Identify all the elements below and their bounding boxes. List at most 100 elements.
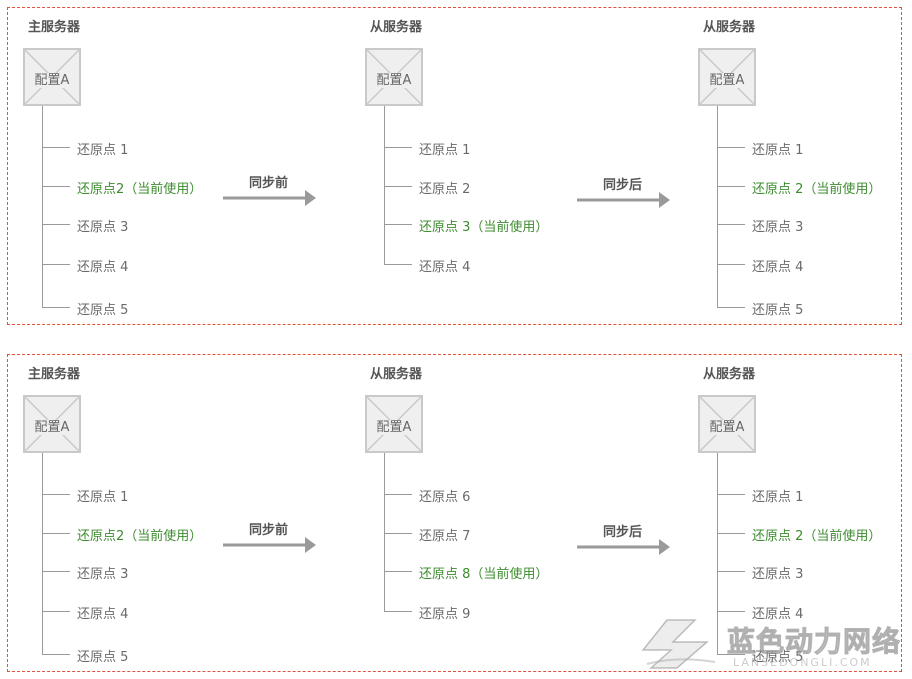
tree-branch-line <box>42 611 70 612</box>
restore-point-label: 还原点 4 <box>77 607 129 622</box>
arrow-label: 同步前 <box>249 523 289 538</box>
tree-branch-line <box>717 147 745 148</box>
config-placeholder-box: 配置A <box>23 395 81 453</box>
arrow-label: 同步后 <box>603 525 643 540</box>
tree-trunk-line <box>717 106 718 308</box>
server-title: 主服务器 <box>28 20 81 35</box>
restore-point-label: 还原点 4 <box>752 607 804 622</box>
tree-branch-line <box>42 494 70 495</box>
restore-point-label: 还原点 4 <box>419 260 471 275</box>
tree-branch-line <box>42 571 70 572</box>
restore-point-label-active: 还原点2（当前使用） <box>77 529 203 544</box>
restore-point-label: 还原点 3 <box>77 220 129 235</box>
tree-branch-line <box>42 654 70 655</box>
server-title: 从服务器 <box>370 20 423 35</box>
restore-point-label: 还原点 3 <box>752 567 804 582</box>
server-title: 从服务器 <box>703 367 756 382</box>
tree-trunk-line <box>42 106 43 308</box>
restore-point-label-active: 还原点 8（当前使用） <box>419 567 549 582</box>
tree-trunk-line <box>717 453 718 655</box>
restore-point-label: 还原点 7 <box>419 529 471 544</box>
config-label: 配置A <box>700 416 754 435</box>
watermark-subtext: LANSEDONGLI.COM <box>733 656 872 669</box>
restore-point-label: 还原点 5 <box>77 650 129 665</box>
restore-point-label: 还原点 1 <box>419 143 471 158</box>
config-label: 配置A <box>700 69 754 88</box>
restore-point-label-active: 还原点 2（当前使用） <box>752 182 882 197</box>
tree-branch-line <box>384 186 412 187</box>
arrow-head <box>659 539 670 555</box>
restore-point-label: 还原点 2 <box>419 182 471 197</box>
restore-point-label: 还原点 5 <box>752 303 804 318</box>
restore-point-label-active: 还原点 2（当前使用） <box>752 529 882 544</box>
config-label: 配置A <box>25 69 79 88</box>
restore-point-label: 还原点 5 <box>752 650 804 665</box>
watermark-text: 蓝色动力网络 <box>726 625 902 659</box>
arrow-head <box>659 192 670 208</box>
config-placeholder-box: 配置A <box>23 48 81 106</box>
config-placeholder-box: 配置A <box>365 395 423 453</box>
tree-trunk-line <box>384 453 385 612</box>
tree-branch-line <box>717 571 745 572</box>
restore-point-label: 还原点 1 <box>752 143 804 158</box>
restore-point-label: 还原点 6 <box>419 490 471 505</box>
restore-point-label-active: 还原点2（当前使用） <box>77 182 203 197</box>
restore-point-label: 还原点 4 <box>752 260 804 275</box>
right-arrow-icon <box>577 192 670 208</box>
config-label: 配置A <box>367 416 421 435</box>
restore-point-label: 还原点 1 <box>752 490 804 505</box>
restore-point-label: 还原点 9 <box>419 607 471 622</box>
config-label: 配置A <box>367 69 421 88</box>
config-placeholder-box: 配置A <box>698 48 756 106</box>
tree-branch-line <box>42 224 70 225</box>
watermark: 蓝色动力网络 LANSEDONGLI.COM <box>637 612 909 678</box>
restore-point-label: 还原点 1 <box>77 143 129 158</box>
tree-branch-line <box>384 611 412 612</box>
server-title: 主服务器 <box>28 367 81 382</box>
tree-branch-line <box>384 224 412 225</box>
tree-branch-line <box>42 533 70 534</box>
tree-branch-line <box>717 307 745 308</box>
restore-point-label: 还原点 3 <box>77 567 129 582</box>
right-arrow-icon <box>223 190 316 206</box>
tree-branch-line <box>717 533 745 534</box>
sync-after-arrow: 同步后 <box>577 174 672 214</box>
sync-before-arrow: 同步前 <box>223 519 318 559</box>
tree-trunk-line <box>42 453 43 655</box>
tree-branch-line <box>717 224 745 225</box>
config-label-text: 配置A <box>33 420 71 435</box>
tree-branch-line <box>42 147 70 148</box>
sync-panel-1: 主服务器配置A 还原点 1 还原点2（当前使用） 还原点 3 还原点 4 还原点 5 从服务… <box>7 7 902 325</box>
tree-branch-line <box>384 147 412 148</box>
config-placeholder-box: 配置A <box>365 48 423 106</box>
tree-branch-line <box>384 571 412 572</box>
config-placeholder-box: 配置A <box>698 395 756 453</box>
config-label: 配置A <box>25 416 79 435</box>
tree-branch-line <box>717 611 745 612</box>
tree-branch-line <box>384 264 412 265</box>
server-title: 从服务器 <box>370 367 423 382</box>
config-label-text: 配置A <box>375 420 413 435</box>
arrow-head <box>305 190 316 206</box>
sync-before-arrow: 同步前 <box>223 172 318 212</box>
restore-point-label-active: 还原点 3（当前使用） <box>419 220 549 235</box>
config-label-text: 配置A <box>375 73 413 88</box>
watermark-logo-icon <box>641 619 716 669</box>
tree-branch-line <box>717 654 745 655</box>
restore-point-label: 还原点 3 <box>752 220 804 235</box>
tree-branch-line <box>42 307 70 308</box>
tree-branch-line <box>384 533 412 534</box>
tree-branch-line <box>717 186 745 187</box>
sync-after-arrow: 同步后 <box>577 521 672 561</box>
right-arrow-icon <box>577 539 670 555</box>
arrow-label: 同步前 <box>249 176 289 191</box>
right-arrow-icon <box>223 537 316 553</box>
restore-point-label: 还原点 4 <box>77 260 129 275</box>
server-title: 从服务器 <box>703 20 756 35</box>
sync-panel-2: 主服务器配置A 还原点 1 还原点2（当前使用） 还原点 3 还原点 4 还原点 5 从服务… <box>7 354 902 672</box>
arrow-head <box>305 537 316 553</box>
config-label-text: 配置A <box>708 73 746 88</box>
arrow-label: 同步后 <box>603 178 643 193</box>
config-label-text: 配置A <box>33 73 71 88</box>
tree-branch-line <box>384 494 412 495</box>
